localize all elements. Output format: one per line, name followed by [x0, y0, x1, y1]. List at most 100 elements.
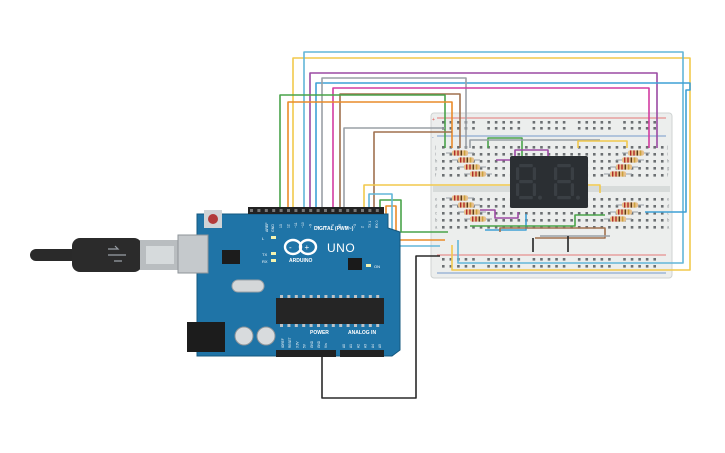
resistor[interactable] — [604, 171, 632, 177]
power-header[interactable] — [276, 350, 336, 357]
digital-pin-label: ~5 — [338, 224, 342, 228]
resistor[interactable] — [622, 150, 650, 156]
row-letter: j — [434, 145, 436, 150]
small-chip — [222, 250, 240, 264]
wire-cyan-low — [368, 193, 440, 247]
resistor[interactable] — [452, 157, 480, 163]
svg-text:-: - — [289, 243, 292, 252]
digital-pin-label: 8 — [316, 226, 320, 228]
wire-cyan-outer — [303, 51, 684, 264]
row-letter: d — [667, 204, 670, 209]
digit — [554, 164, 580, 200]
power-pin-label: GND — [310, 340, 314, 348]
resistor[interactable] — [464, 171, 492, 177]
wire-green-low — [379, 199, 448, 233]
resistor[interactable] — [446, 195, 474, 201]
resistor[interactable] — [458, 209, 486, 215]
row-letter: h — [667, 159, 670, 164]
row-letter: b — [435, 218, 438, 223]
digital-pin-label: ~9 — [309, 224, 313, 228]
row-letter: a — [435, 225, 438, 230]
analog-header[interactable] — [340, 350, 384, 357]
resistor[interactable] — [458, 164, 486, 170]
wire-magenta — [332, 87, 650, 214]
wire-brown-top — [339, 93, 461, 214]
power-pin-label: Vin — [324, 343, 328, 348]
usb-jack — [177, 234, 209, 274]
resistor-group[interactable] — [446, 150, 650, 222]
arduino-uno-board[interactable]: - + UNO ARDUINO DIGITAL (PWM~) POWER ANA… — [177, 207, 401, 357]
wire-gray-mid — [343, 127, 445, 214]
analog-pin-label: A3 — [364, 344, 368, 348]
resistor[interactable] — [610, 164, 638, 170]
arduino-logo-icon: - + — [283, 238, 318, 256]
row-letter: h — [435, 159, 438, 164]
row-letter: f — [435, 173, 437, 178]
jumper-yellow-1 — [577, 140, 628, 148]
power-pin-label: GND — [317, 340, 321, 348]
row-letter: b — [667, 218, 670, 223]
wire-orange-low — [385, 205, 445, 241]
digital-pin-label: ~6 — [331, 224, 335, 228]
jumper-green-1 — [487, 137, 523, 158]
rx-led-label: RX — [262, 259, 268, 264]
jumper-wires[interactable] — [279, 51, 691, 399]
row-letter: c — [667, 211, 669, 216]
crystal — [231, 279, 265, 293]
svg-text:+: + — [305, 243, 310, 252]
wire-yellow-outer — [292, 57, 691, 271]
wire-green-top — [279, 94, 446, 214]
l-led — [271, 236, 276, 239]
wire-gray-top — [321, 77, 467, 214]
wire-orange — [287, 101, 453, 214]
jumper-purple-2 — [480, 209, 519, 219]
digital-pin-holes — [250, 209, 379, 212]
on-led — [366, 264, 371, 267]
digital-pin-label: 2 — [360, 226, 364, 228]
resistor[interactable] — [446, 150, 474, 156]
row-letter: g — [667, 166, 670, 171]
resistor[interactable] — [610, 209, 638, 215]
analog-pin-label: A0 — [342, 344, 346, 348]
seven-segment-display[interactable] — [510, 156, 588, 208]
row-letter: i — [667, 152, 668, 157]
digital-pin-label: ~3 — [353, 224, 357, 228]
digital-pin-label: TX 1 — [368, 221, 372, 228]
atmega-chip — [276, 298, 384, 324]
digital-pin-label: 12 — [286, 224, 290, 228]
capacitor-2 — [256, 326, 276, 346]
rail-minus-mark: - — [432, 135, 434, 141]
digital-pin-label: 4 — [346, 226, 350, 228]
analog-label: ANALOG IN — [348, 330, 376, 336]
aref-label: AREF — [265, 222, 269, 232]
gnd-label: GND — [271, 224, 275, 232]
jumper-brown-1 — [499, 227, 606, 239]
capacitor-1 — [234, 326, 254, 346]
row-letter: g — [435, 166, 438, 171]
resistor[interactable] — [604, 216, 632, 222]
row-letter: j — [666, 145, 668, 150]
l-led-label: L — [262, 236, 265, 241]
wire-cyan-2 — [315, 82, 691, 214]
digital-pin-label: ~10 — [301, 222, 305, 228]
resistor[interactable] — [616, 202, 644, 208]
arduino-brand-text: ARDUINO — [289, 258, 312, 264]
row-letter: e — [667, 197, 670, 202]
analog-pin-label: A4 — [371, 344, 375, 348]
power-pin-label: 5V — [303, 343, 307, 348]
row-letter: d — [435, 204, 438, 209]
uno-logo-text: UNO — [327, 241, 355, 255]
usb-cable[interactable] — [30, 238, 180, 272]
resistor[interactable] — [452, 202, 480, 208]
resistor[interactable] — [616, 157, 644, 163]
digital-pin-label: 13 — [279, 224, 283, 228]
resistor[interactable] — [464, 216, 492, 222]
digital-pin-label: RX 0 — [375, 220, 379, 228]
analog-pin-label: A1 — [349, 344, 353, 348]
digital-header[interactable] — [248, 207, 384, 214]
wire-purple-top — [309, 72, 658, 214]
wire-black-gnd — [321, 255, 440, 399]
